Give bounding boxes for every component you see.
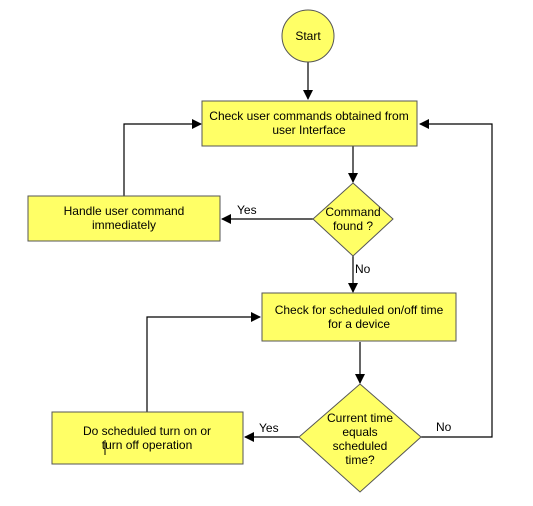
- handle-command-line2: immediately: [92, 218, 156, 232]
- time-equals-line1: Current time: [327, 411, 393, 425]
- check-scheduled-line2: for a device: [328, 317, 390, 331]
- check-commands-line2: user Interface: [272, 123, 346, 137]
- time-equals-decision: [298, 383, 422, 493]
- edge-time-no: [419, 119, 493, 438]
- start-node: [281, 9, 335, 63]
- time-equals-line2: equals: [342, 425, 377, 439]
- start-label: Start: [295, 29, 321, 43]
- check-commands-line1: Check user commands obtained from: [209, 109, 408, 123]
- check-commands-box: [201, 100, 418, 147]
- edge-label-time-yes: Yes: [259, 421, 279, 435]
- command-found-line2: found ?: [333, 219, 373, 233]
- command-found-line1: Command: [325, 205, 380, 219]
- edge-handle-loop: [123, 119, 202, 196]
- command-found-decision: [312, 182, 394, 257]
- handle-command-box: [27, 195, 221, 242]
- check-scheduled-line1: Check for scheduled on/off time: [275, 303, 444, 317]
- handle-command-line1: Handle user command: [64, 204, 185, 218]
- edge-operation-loop: [146, 312, 261, 412]
- scheduled-operation-box: [51, 411, 244, 465]
- scheduled-operation-line2: turn off operation: [102, 438, 193, 452]
- time-equals-line4: time?: [345, 453, 375, 467]
- scheduled-operation-line1: Do scheduled turn on or: [83, 424, 211, 438]
- edge-label-found-no: No: [355, 262, 371, 276]
- check-scheduled-box: [261, 292, 457, 342]
- edge-label-found-yes: Yes: [237, 203, 257, 217]
- time-equals-line3: scheduled: [333, 439, 388, 453]
- edge-label-time-no: No: [436, 420, 452, 434]
